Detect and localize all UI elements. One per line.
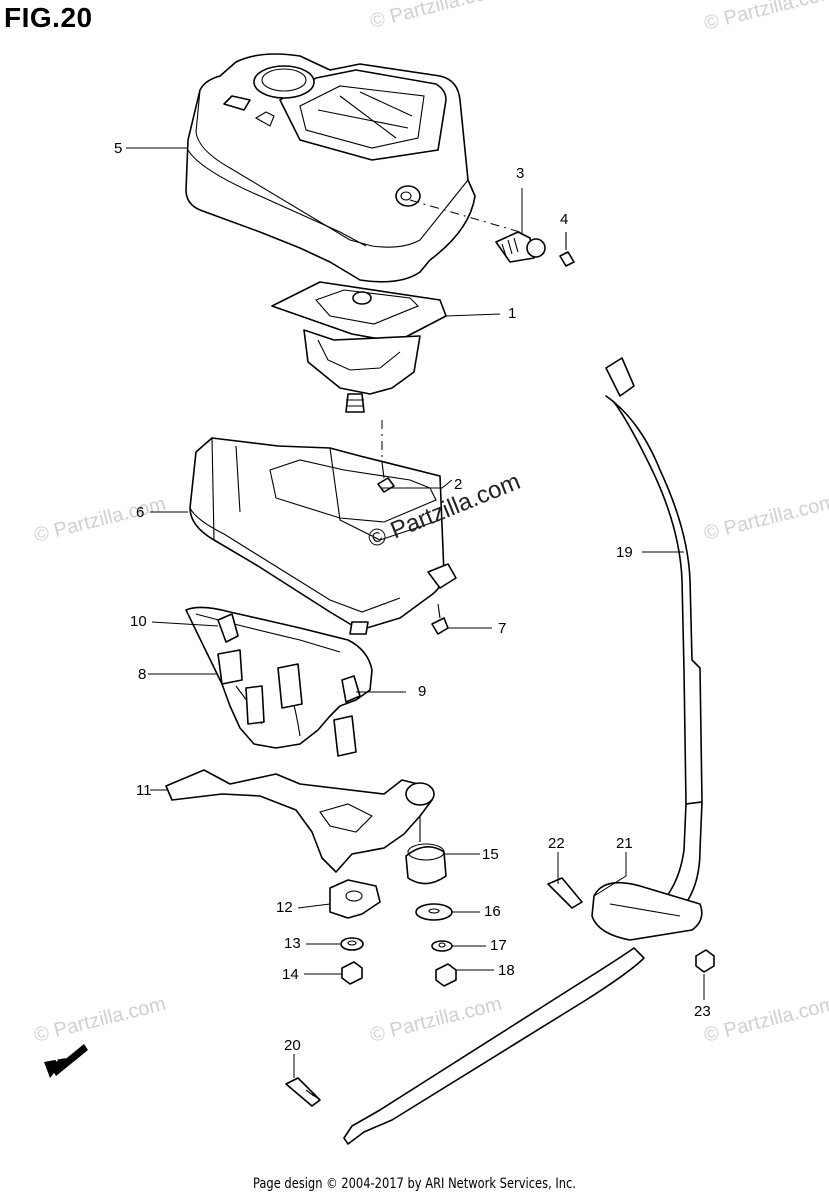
callout-18: 18 bbox=[498, 962, 515, 979]
assembly-line bbox=[409, 199, 521, 233]
callout-22: 22 bbox=[548, 835, 565, 852]
watermark-text: © Partzilla.com bbox=[32, 993, 168, 1047]
callout-5: 5 bbox=[114, 140, 122, 157]
part-18-nut bbox=[435, 963, 457, 987]
part-13-washer bbox=[340, 937, 364, 951]
callout-4: 4 bbox=[560, 211, 568, 228]
part-19-speedometer-cable bbox=[605, 357, 703, 913]
part-12-clamp bbox=[329, 879, 381, 919]
callout-1: 1 bbox=[508, 305, 516, 322]
part-1-meter-assembly bbox=[271, 281, 447, 413]
part-11-bracket bbox=[165, 769, 435, 873]
footer-copyright: Page design © 2004-2017 by ARI Network S… bbox=[252, 1176, 577, 1192]
part-21-cable-clamp bbox=[591, 881, 703, 941]
wiring-harness bbox=[185, 606, 373, 757]
part-23-nut bbox=[695, 949, 715, 973]
watermark-text: © Partzilla.com bbox=[368, 993, 504, 1047]
watermark-text: © Partzilla.com bbox=[32, 493, 168, 547]
part-15-grommet bbox=[405, 843, 447, 885]
callout-16: 16 bbox=[484, 903, 501, 920]
callout-7: 7 bbox=[498, 620, 506, 637]
callout-19: 19 bbox=[616, 544, 633, 561]
callout-15: 15 bbox=[482, 846, 499, 863]
part-14-nut bbox=[341, 961, 363, 985]
callout-12: 12 bbox=[276, 899, 293, 916]
callout-14: 14 bbox=[282, 966, 299, 983]
callout-11: 11 bbox=[136, 782, 152, 799]
watermark-text: © Partzilla.com bbox=[702, 993, 829, 1047]
part-17-washer bbox=[431, 940, 453, 952]
watermark-text: © Partzilla.com bbox=[368, 0, 504, 33]
part-22-bolt bbox=[547, 877, 583, 909]
part-4-screw bbox=[559, 232, 575, 267]
callout-23: 23 bbox=[694, 1003, 711, 1020]
callout-13: 13 bbox=[284, 935, 301, 952]
callout-10: 10 bbox=[130, 613, 147, 630]
callout-9: 9 bbox=[418, 683, 426, 700]
figure-title: FIG.20 bbox=[4, 2, 93, 33]
callout-21: 21 bbox=[616, 835, 633, 852]
callout-17: 17 bbox=[490, 937, 507, 954]
watermark-text: © Partzilla.com bbox=[702, 491, 829, 545]
part-20-cable-lower bbox=[285, 947, 645, 1145]
part-5-upper-case bbox=[185, 53, 476, 283]
part-7-screw bbox=[431, 603, 449, 635]
fwd-arrow-icon: FWD bbox=[44, 1040, 88, 1078]
callout-8: 8 bbox=[138, 666, 146, 683]
watermark-text: © Partzilla.com bbox=[702, 0, 829, 35]
part-3-reset-knob bbox=[495, 231, 546, 263]
callout-labels: 5 3 4 1 2 6 19 7 10 8 9 11 15 22 21 12 1… bbox=[114, 140, 711, 1054]
callout-20: 20 bbox=[284, 1037, 301, 1054]
callout-2: 2 bbox=[454, 476, 462, 493]
callout-3: 3 bbox=[516, 165, 524, 182]
part-16-washer bbox=[415, 903, 453, 921]
callout-6: 6 bbox=[136, 504, 144, 521]
leader-lines bbox=[126, 147, 705, 1078]
